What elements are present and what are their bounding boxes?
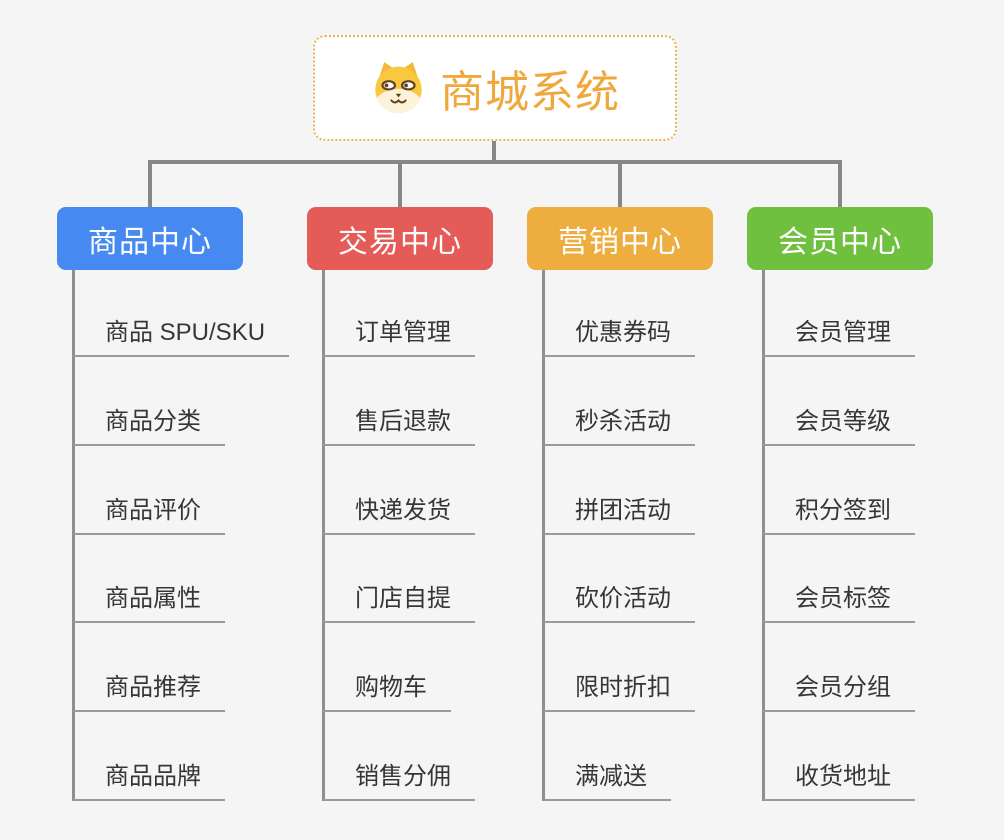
leaf-node[interactable]: 商品推荐 bbox=[73, 673, 225, 712]
root-title: 商城系统 bbox=[440, 68, 620, 117]
leaf-node[interactable]: 商品评价 bbox=[73, 496, 225, 535]
branch-header-members[interactable]: 会员中心 bbox=[747, 207, 933, 270]
leaf-node[interactable]: 销售分佣 bbox=[323, 762, 475, 801]
leaf-node[interactable]: 订单管理 bbox=[323, 318, 475, 357]
leaf-node[interactable]: 会员管理 bbox=[763, 318, 915, 357]
leaf-node[interactable]: 优惠券码 bbox=[543, 318, 695, 357]
leaf-node[interactable]: 商品品牌 bbox=[73, 762, 225, 801]
connector-root-drop bbox=[492, 141, 496, 162]
leaf-node[interactable]: 拼团活动 bbox=[543, 496, 695, 535]
connector-drop-marketing bbox=[618, 162, 622, 207]
connector-drop-members bbox=[838, 162, 842, 207]
shiba-dog-icon bbox=[370, 61, 427, 115]
leaf-node[interactable]: 商品分类 bbox=[73, 407, 225, 446]
connector-horizontal-bar bbox=[148, 160, 842, 164]
leaf-node[interactable]: 商品 SPU/SKU bbox=[73, 318, 290, 357]
leaf-node[interactable]: 满减送 bbox=[543, 762, 671, 801]
leaf-node[interactable]: 购物车 bbox=[323, 673, 451, 712]
leaf-node[interactable]: 积分签到 bbox=[763, 496, 915, 535]
leaf-node[interactable]: 收货地址 bbox=[763, 762, 915, 801]
branch-trunk-line bbox=[322, 270, 325, 801]
leaf-node[interactable]: 会员等级 bbox=[763, 407, 915, 446]
leaf-node[interactable]: 售后退款 bbox=[323, 407, 475, 446]
branch-header-marketing[interactable]: 营销中心 bbox=[527, 207, 713, 270]
leaf-node[interactable]: 秒杀活动 bbox=[543, 407, 695, 446]
leaf-node[interactable]: 商品属性 bbox=[73, 584, 225, 623]
leaf-node[interactable]: 快递发货 bbox=[323, 496, 475, 535]
connector-drop-trade bbox=[398, 162, 402, 207]
connector-drop-products bbox=[148, 162, 152, 207]
leaf-node[interactable]: 砍价活动 bbox=[543, 584, 695, 623]
branch-trunk-line bbox=[72, 270, 75, 801]
leaf-node[interactable]: 限时折扣 bbox=[543, 673, 695, 712]
leaf-node[interactable]: 门店自提 bbox=[323, 584, 475, 623]
branch-header-products[interactable]: 商品中心 bbox=[57, 207, 243, 270]
branch-trunk-line bbox=[762, 270, 765, 801]
branch-trunk-line bbox=[542, 270, 545, 801]
root-node[interactable]: 商城系统 bbox=[313, 35, 677, 141]
leaf-node[interactable]: 会员标签 bbox=[763, 584, 915, 623]
leaf-node[interactable]: 会员分组 bbox=[763, 673, 915, 712]
branch-header-trade[interactable]: 交易中心 bbox=[307, 207, 493, 270]
